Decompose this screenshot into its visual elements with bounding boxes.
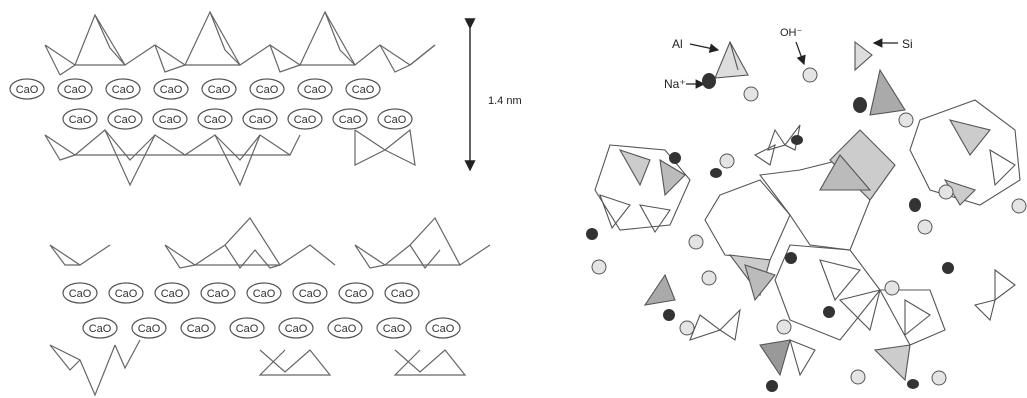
cao-label: CaO [339,114,362,126]
cao-label: CaO [204,114,227,126]
cao-label: CaO [112,84,135,96]
cao-label: CaO [160,84,183,96]
cao-ellipse [131,317,167,339]
cao-label: CaO [285,323,308,335]
cao-ellipse [377,108,413,130]
aluminosilicate-framework [594,40,1021,382]
silicate-chain-bottom-upper [49,216,491,270]
silicate-chain-top-upper [44,10,436,76]
cao-ellipse [246,282,282,304]
label-na-group: Na⁺ [664,77,706,91]
cao-label: CaO [89,323,112,335]
cao-label: CaO [207,288,230,300]
cao-ellipse [153,78,189,100]
cao-label: CaO [253,288,276,300]
cao-ellipse [425,317,461,339]
cao-ellipse [197,108,233,130]
cao-row-top-1: CaO CaO CaO CaO CaO CaO CaO CaO [9,78,381,100]
cao-label: CaO [187,323,210,335]
cao-label: CaO [299,288,322,300]
cao-label: CaO [384,114,407,126]
silicate-chain-bottom-lower [49,339,467,397]
cao-ellipse [152,108,188,130]
cao-ellipse [297,78,333,100]
cao-ellipse [62,108,98,130]
cao-label: CaO [69,114,92,126]
cao-ellipse [292,282,328,304]
cao-ellipse [249,78,285,100]
cao-ellipse [278,317,314,339]
cao-label: CaO [69,288,92,300]
cao-label: CaO [304,84,327,96]
label-al: Al [672,37,683,51]
cao-ellipse [384,282,420,304]
cao-ellipse [332,108,368,130]
cao-label: CaO [114,114,137,126]
label-oh-group: OH⁻ [780,27,806,66]
cao-ellipse [9,78,45,100]
cao-ellipse [154,282,190,304]
cao-label: CaO [383,323,406,335]
cao-ellipse [107,108,143,130]
label-al-group: Al [672,37,720,53]
cao-ellipse [108,282,144,304]
cao-ellipse [201,78,237,100]
cao-label: CaO [256,84,279,96]
cao-row-top-2: CaO CaO CaO CaO CaO CaO CaO CaO [62,108,413,130]
cao-ellipse [345,78,381,100]
cao-row-bottom-2: CaO CaO CaO CaO CaO CaO CaO CaO [82,317,461,339]
label-si-group: Si [872,37,913,51]
cao-row-bottom-1: CaO CaO CaO CaO CaO CaO CaO CaO [62,282,420,304]
cao-label: CaO [352,84,375,96]
cao-label: CaO [236,323,259,335]
cao-label: CaO [249,114,272,126]
cao-label: CaO [16,84,39,96]
cao-ellipse [200,282,236,304]
cao-label: CaO [159,114,182,126]
label-si: Si [902,37,913,51]
label-oh: OH⁻ [780,27,803,39]
cao-label: CaO [208,84,231,96]
silicate-chain-top-lower [44,128,416,187]
cao-ellipse [62,282,98,304]
zeolite-structure-panel: Al OH⁻ Si Na⁺ [586,27,1027,392]
na-ions [586,73,954,392]
cao-label: CaO [138,323,161,335]
cao-ellipse [105,78,141,100]
cao-ellipse [180,317,216,339]
cao-ellipse [327,317,363,339]
cao-label: CaO [334,323,357,335]
cao-label: CaO [294,114,317,126]
cao-label: CaO [345,288,368,300]
cao-label: CaO [64,84,87,96]
cao-label: CaO [432,323,455,335]
cao-ellipse [82,317,118,339]
cao-label: CaO [161,288,184,300]
cao-ellipse [338,282,374,304]
label-na: Na⁺ [664,77,686,91]
cao-ellipse [57,78,93,100]
cao-ellipse [287,108,323,130]
cao-ellipse [229,317,265,339]
spacing-arrow: 1.4 nm [464,18,522,172]
cao-ellipse [242,108,278,130]
oh-ions [591,67,1027,386]
cao-label: CaO [391,288,414,300]
spacing-label: 1.4 nm [488,95,522,107]
cao-ellipse [376,317,412,339]
cao-label: CaO [115,288,138,300]
